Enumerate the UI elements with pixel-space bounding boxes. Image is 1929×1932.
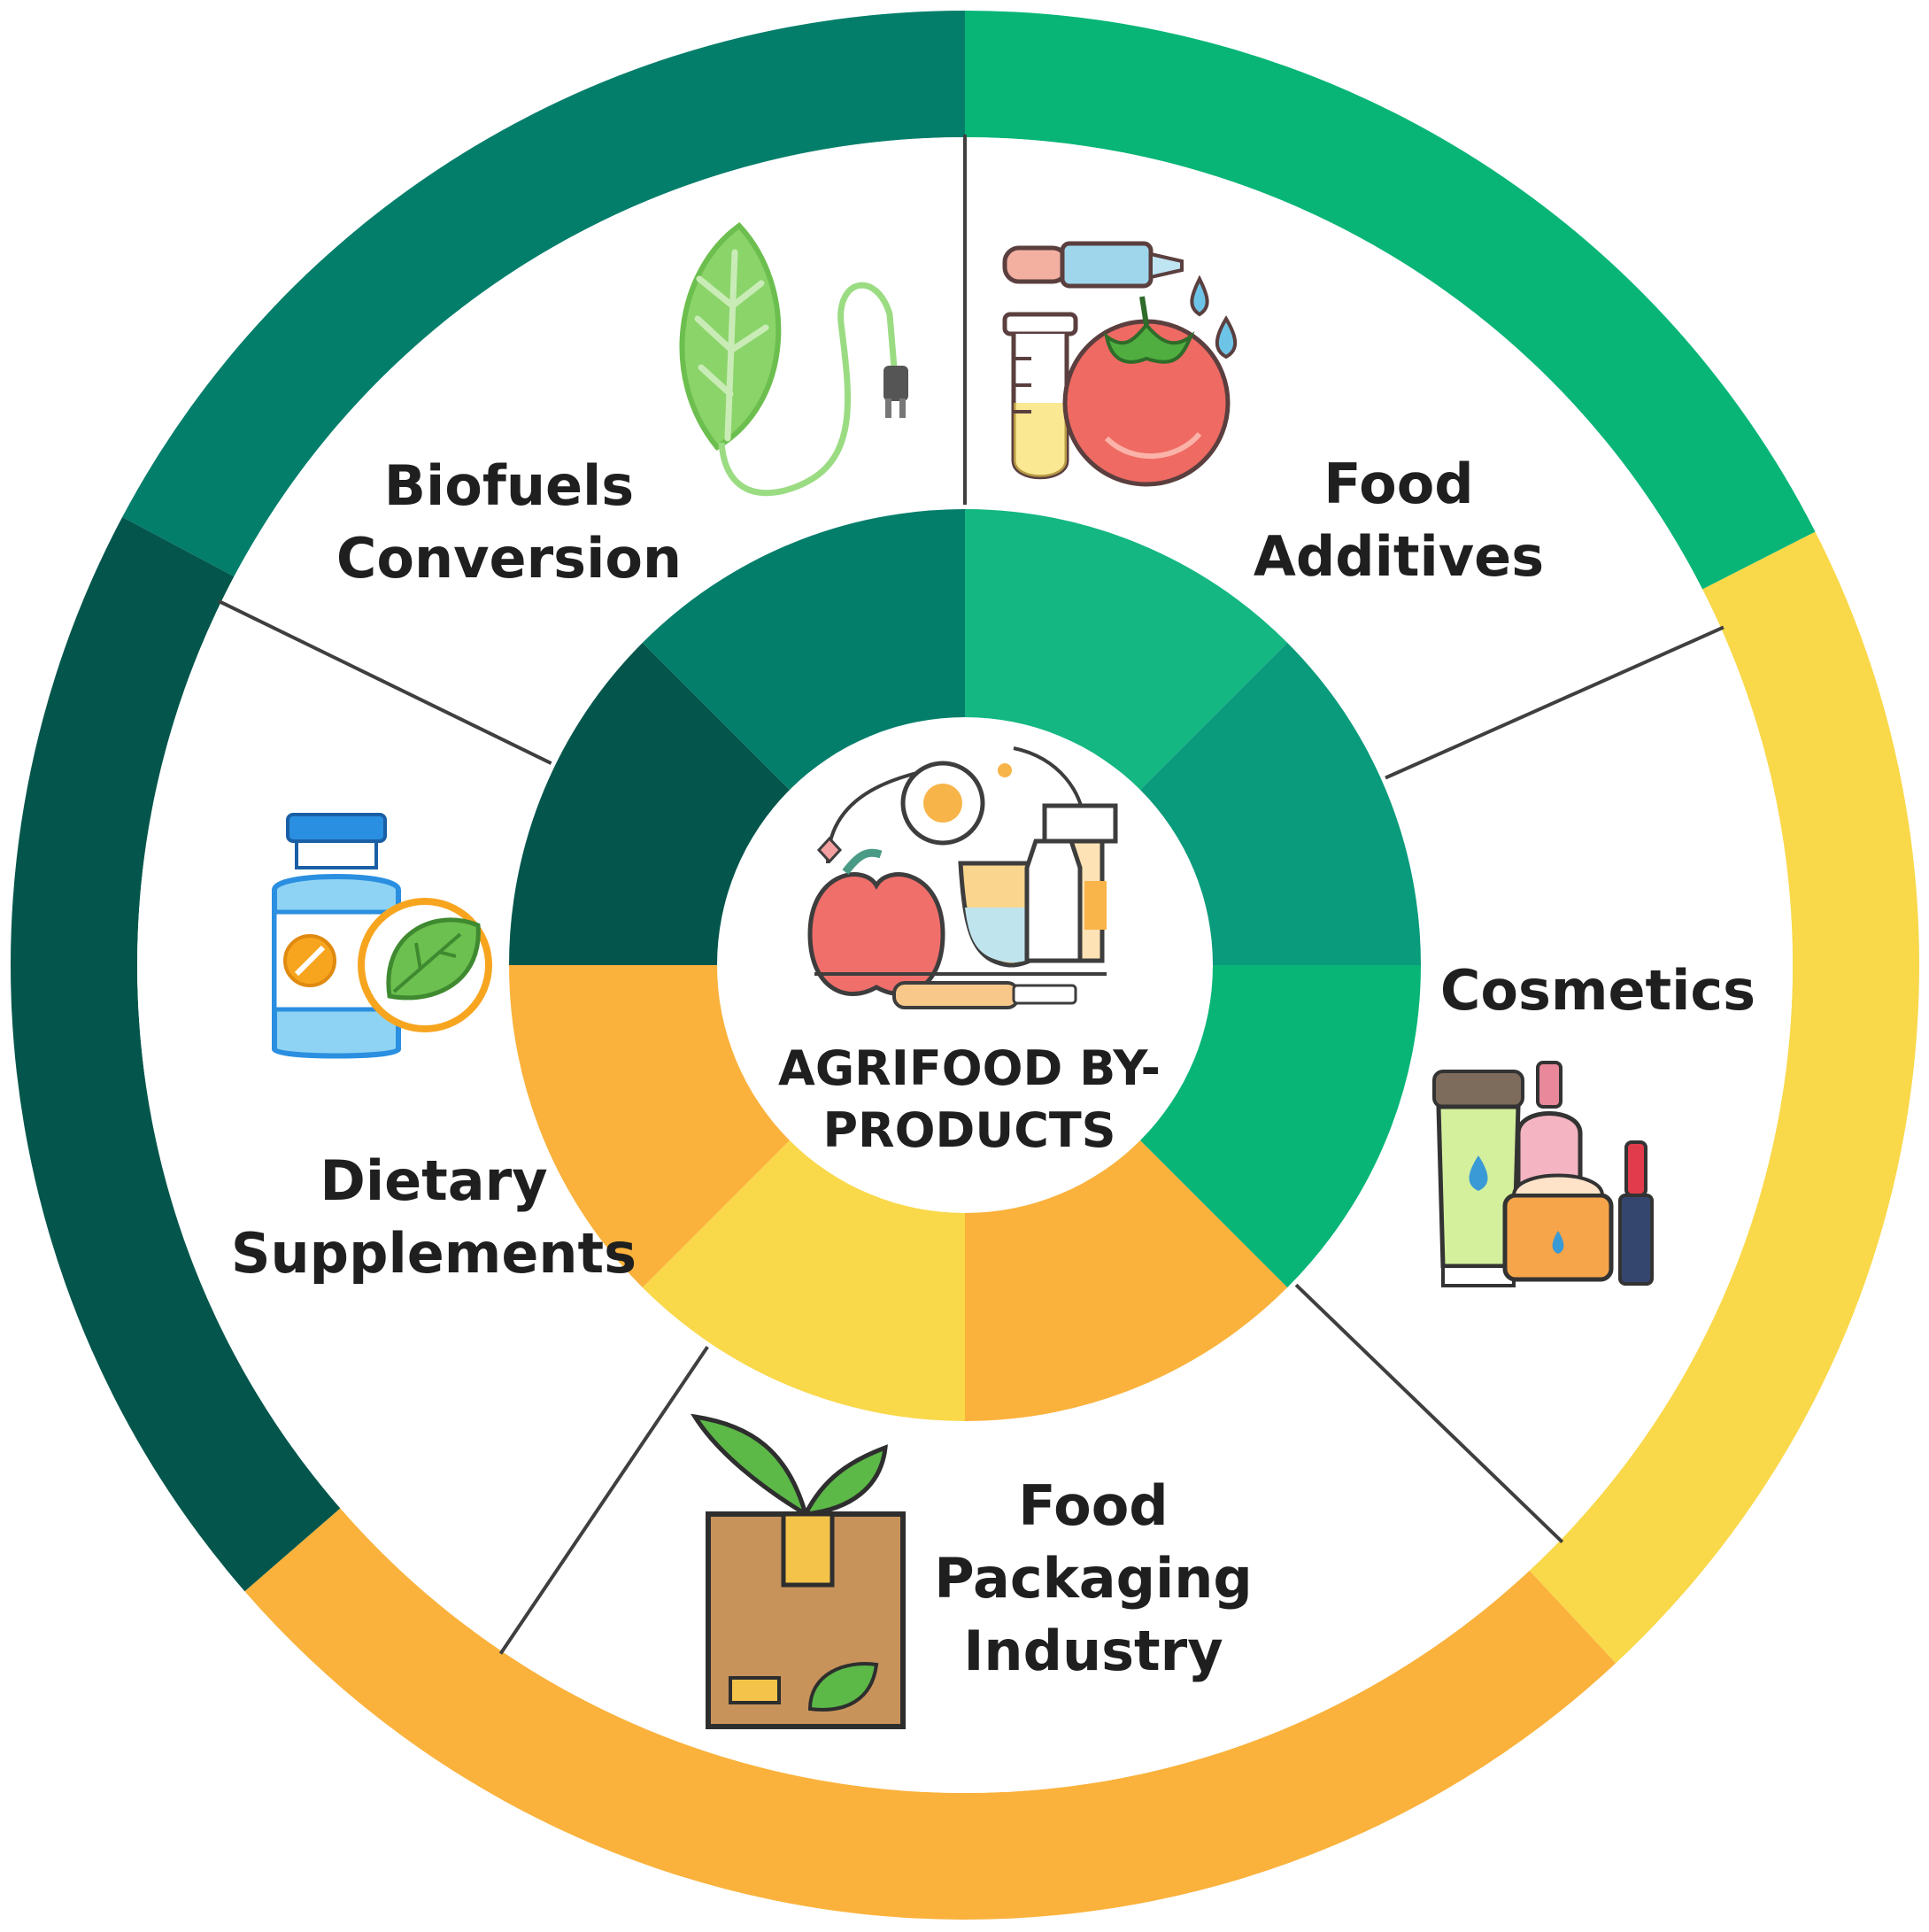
inner-arc-1 (965, 509, 1288, 792)
supplement-bottle-leaf-icon (272, 813, 492, 1059)
segment-label-biofuels-line2: Conversion (336, 526, 682, 591)
segment-label-biofuels-line1: Biofuels (384, 453, 634, 518)
divider-line (218, 599, 552, 765)
inner-ring (509, 509, 1422, 1422)
segment-label-dietary-line1: Dietary (320, 1148, 547, 1213)
outer-arc-biofuels (122, 11, 965, 577)
outer-ring (10, 11, 1919, 1920)
outer-arc-food-additives (965, 11, 1816, 590)
divider-line (1294, 1283, 1564, 1544)
inner-arc-6 (509, 965, 791, 1288)
center-title-line1: AGRIFOOD BY- (778, 1040, 1161, 1096)
leaf-plug-icon (679, 222, 908, 497)
dropper-tomato-testtube-icon (1002, 241, 1238, 487)
segment-label-food-additives-line1: Food (1323, 452, 1473, 516)
divider-line (1385, 625, 1725, 780)
segment-label-dietary-line2: Supplements (231, 1221, 637, 1286)
inner-arc-2 (1138, 642, 1422, 965)
outer-arc-dietary-supplements (10, 516, 341, 1592)
inner-arc-7 (509, 642, 791, 965)
segment-label-packaging-line2: Packaging (934, 1546, 1253, 1611)
divider-line (498, 1345, 709, 1655)
segment-label-food-additives-line2: Additives (1254, 524, 1544, 589)
inner-arc-3 (1138, 965, 1421, 1288)
segment-label-packaging-line3: Industry (963, 1619, 1223, 1683)
agrifood-food-icon (807, 746, 1118, 1009)
outer-arc-food-packaging (244, 1508, 1617, 1920)
segment-label-packaging-line1: Food (1018, 1473, 1168, 1538)
inner-arc-8 (642, 509, 965, 792)
segment-dividers (218, 135, 1725, 1655)
cosmetics-products-icon (1432, 1061, 1654, 1287)
segment-label-cosmetics: Cosmetics (1440, 958, 1755, 1023)
outer-arc-cosmetics (1529, 531, 1919, 1664)
inner-arc-5 (642, 1139, 965, 1422)
center-title-line2: PRODUCTS (822, 1102, 1115, 1158)
inner-arc-4 (965, 1139, 1288, 1422)
box-with-leaves-icon (690, 1413, 906, 1729)
